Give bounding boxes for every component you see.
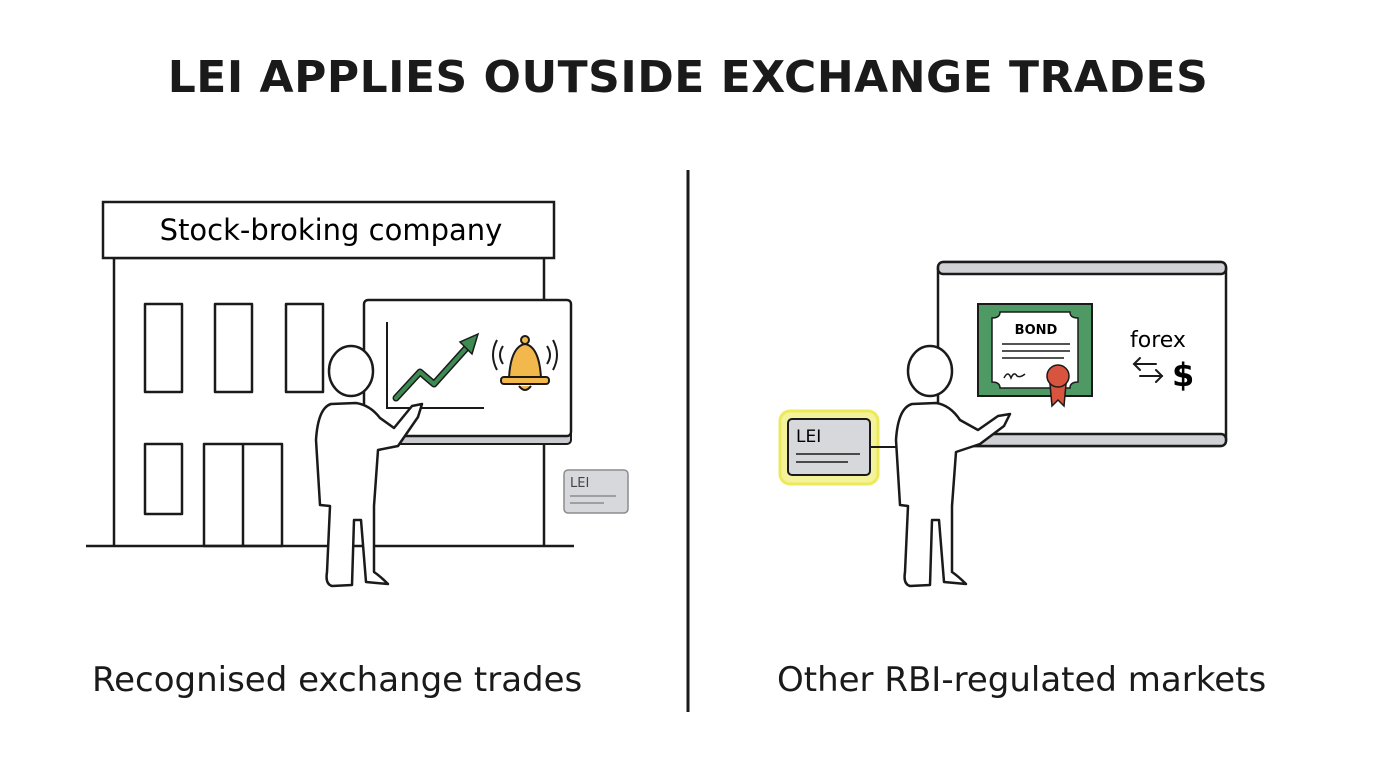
seal-icon [1046, 364, 1070, 388]
company-sign [101, 200, 556, 260]
chart-axes [386, 322, 484, 409]
trading-screen [362, 298, 573, 445]
window [284, 302, 325, 394]
caption-left: Recognised exchange trades [92, 660, 583, 700]
person-head [327, 344, 375, 398]
forex-label: forex [1130, 328, 1186, 353]
caption-right: Other RBI-regulated markets [777, 660, 1267, 700]
company-sign-text: Stock-broking company [160, 213, 503, 247]
person-head [906, 344, 954, 398]
window [143, 442, 184, 516]
person-pointing-right [894, 344, 1012, 588]
signature-scribble [1003, 373, 1026, 381]
exchange-arrows-icon [1132, 357, 1164, 383]
diagram-title: LEI APPLIES OUTSIDE EXCHANGE TRADES [167, 52, 1209, 103]
bond-label: BOND [1015, 323, 1058, 338]
lei-card-highlighted: LEI [778, 409, 905, 486]
trend-up-icon [394, 342, 472, 400]
lei-card-small: LEI [563, 469, 629, 514]
lei-card-highlighted-label: LEI [796, 427, 821, 447]
bell-icon [492, 335, 558, 391]
bond-certificate-icon: BOND [977, 303, 1093, 408]
lei-card-small-label: LEI [570, 476, 589, 491]
dollar-icon: $ [1172, 356, 1194, 394]
person-pointing-left [314, 344, 424, 588]
window [213, 302, 254, 394]
window [143, 302, 184, 394]
trend-arrow-head [458, 332, 480, 356]
